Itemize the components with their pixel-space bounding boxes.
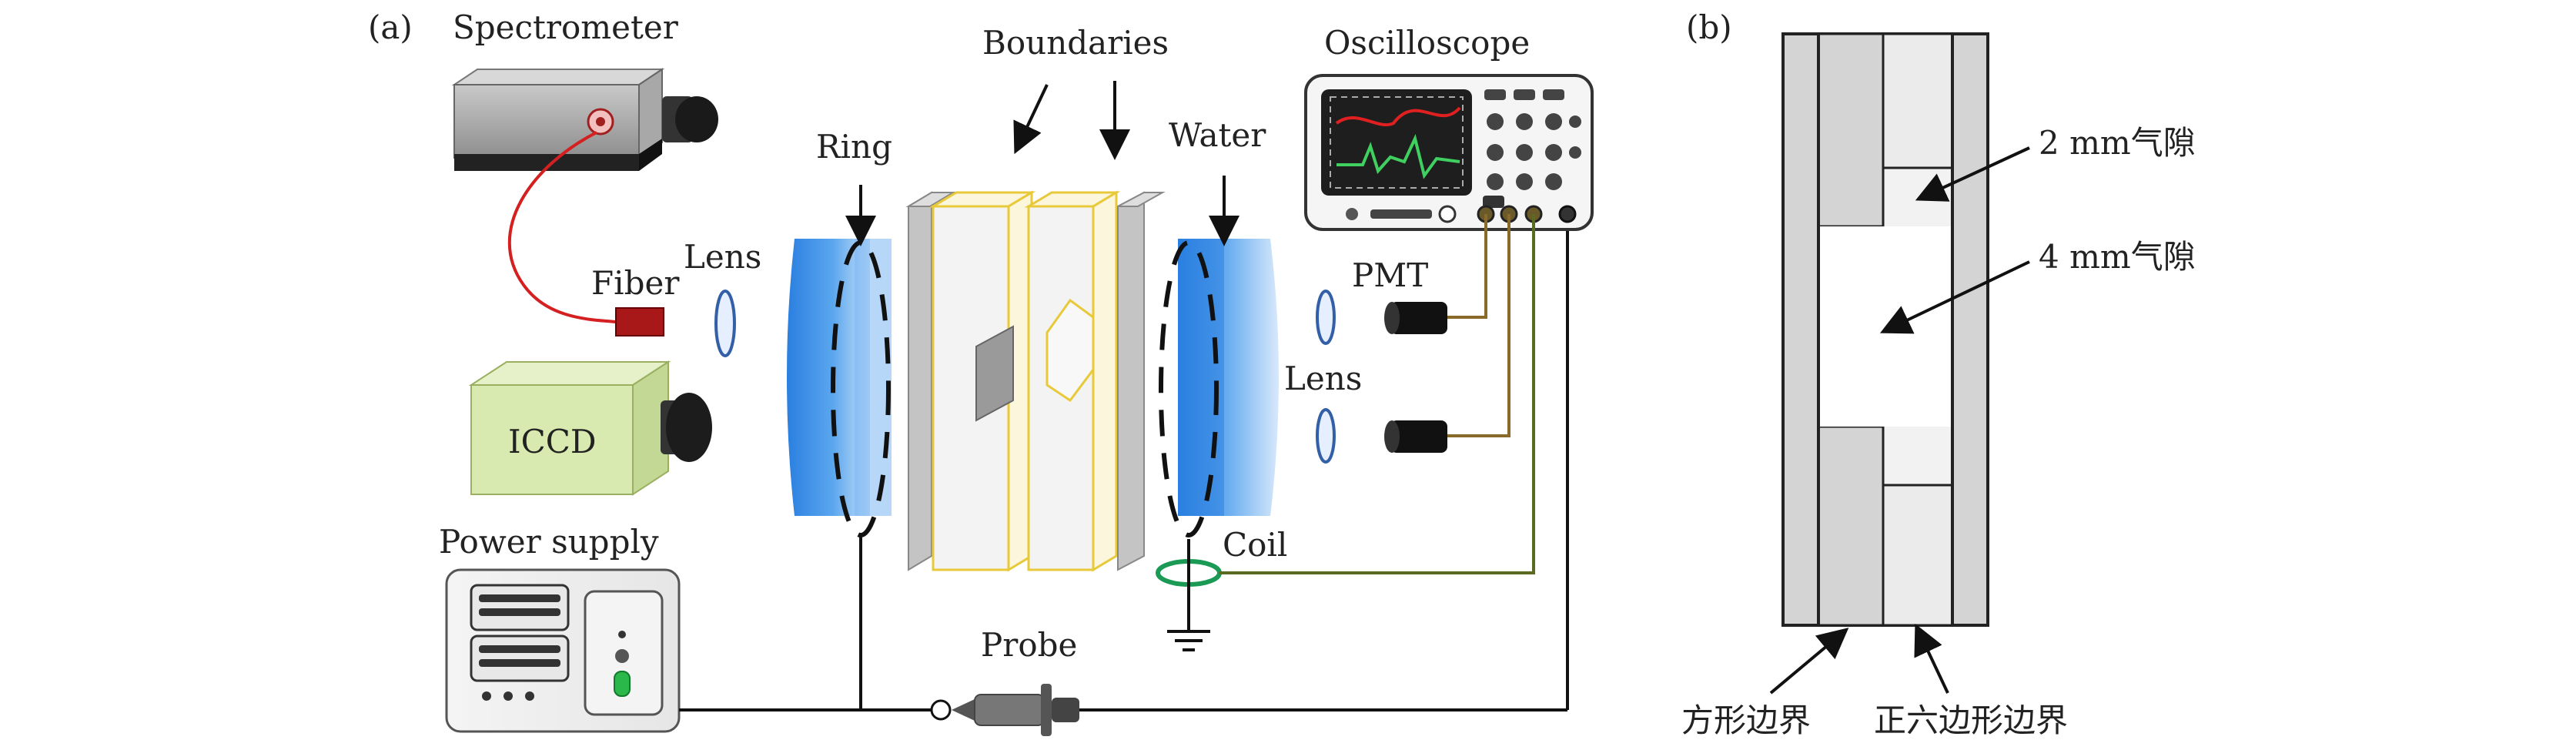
iccd-camera-icon: [468, 360, 712, 496]
spectrometer-icon: [451, 68, 718, 171]
lens-right-upper-icon: [1316, 290, 1336, 345]
oscilloscope-icon: [1304, 74, 1594, 231]
pmt-upper-wire: [1447, 214, 1487, 319]
lens-right-lower-icon: [1316, 408, 1336, 464]
panel-b-tag: (b): [1686, 8, 1732, 46]
pmt-lower-wire: [1447, 214, 1510, 437]
pmt-upper-icon: [1384, 302, 1447, 334]
cross-section-diagram: [1781, 32, 1989, 627]
coil-wire: [1219, 214, 1535, 574]
spectrometer-label: Spectrometer: [453, 8, 679, 46]
fiber-label: Fiber: [591, 264, 680, 302]
panel-a-tag: (a): [368, 8, 413, 46]
gap-2mm-label: 2 mm气隙: [2039, 124, 2196, 162]
hex-boundary-arrow: [1914, 623, 1949, 694]
probe-label: Probe: [981, 626, 1077, 664]
pmt-lower-icon: [1384, 420, 1447, 453]
lens-left-icon: [714, 290, 736, 357]
square-boundary-plate: [928, 190, 1036, 572]
water-chamber-right: [1178, 239, 1279, 516]
gap-4mm-arrow: [1879, 260, 2030, 334]
lens-right-label: Lens: [1284, 360, 1362, 397]
ring-label: Ring: [816, 128, 892, 166]
glass-plate-left: [905, 191, 956, 571]
probe-icon: [930, 684, 1079, 736]
glass-plate-right: [1117, 191, 1166, 571]
gap-4mm-label: 4 mm气隙: [2039, 238, 2196, 276]
boundary-arrow-1: [1013, 84, 1049, 155]
hexagon-boundary-plate: [1024, 190, 1121, 572]
fiber-cable: [507, 131, 617, 323]
hex-boundary-label: 正六边形边界: [1874, 701, 2068, 739]
ring-electrode-right: [1159, 240, 1219, 537]
water-chamber-left: [787, 239, 892, 516]
oscilloscope-label: Oscilloscope: [1324, 24, 1530, 62]
gap-2mm-arrow: [1915, 146, 2030, 202]
pmt-label: PMT: [1352, 256, 1428, 294]
square-boundary-label: 方形边界: [1681, 701, 1811, 739]
boundaries-label: Boundaries: [982, 24, 1169, 62]
iccd-label: ICCD: [508, 423, 597, 460]
coil-label: Coil: [1223, 526, 1287, 564]
square-boundary-arrow: [1769, 628, 1849, 695]
ground-icon: [1167, 630, 1210, 651]
power-supply-icon: [445, 568, 681, 733]
lens-left-label: Lens: [684, 238, 761, 276]
fiber-connector-icon: [615, 307, 664, 336]
power-supply-label: Power supply: [439, 523, 659, 561]
water-label: Water: [1169, 116, 1266, 154]
